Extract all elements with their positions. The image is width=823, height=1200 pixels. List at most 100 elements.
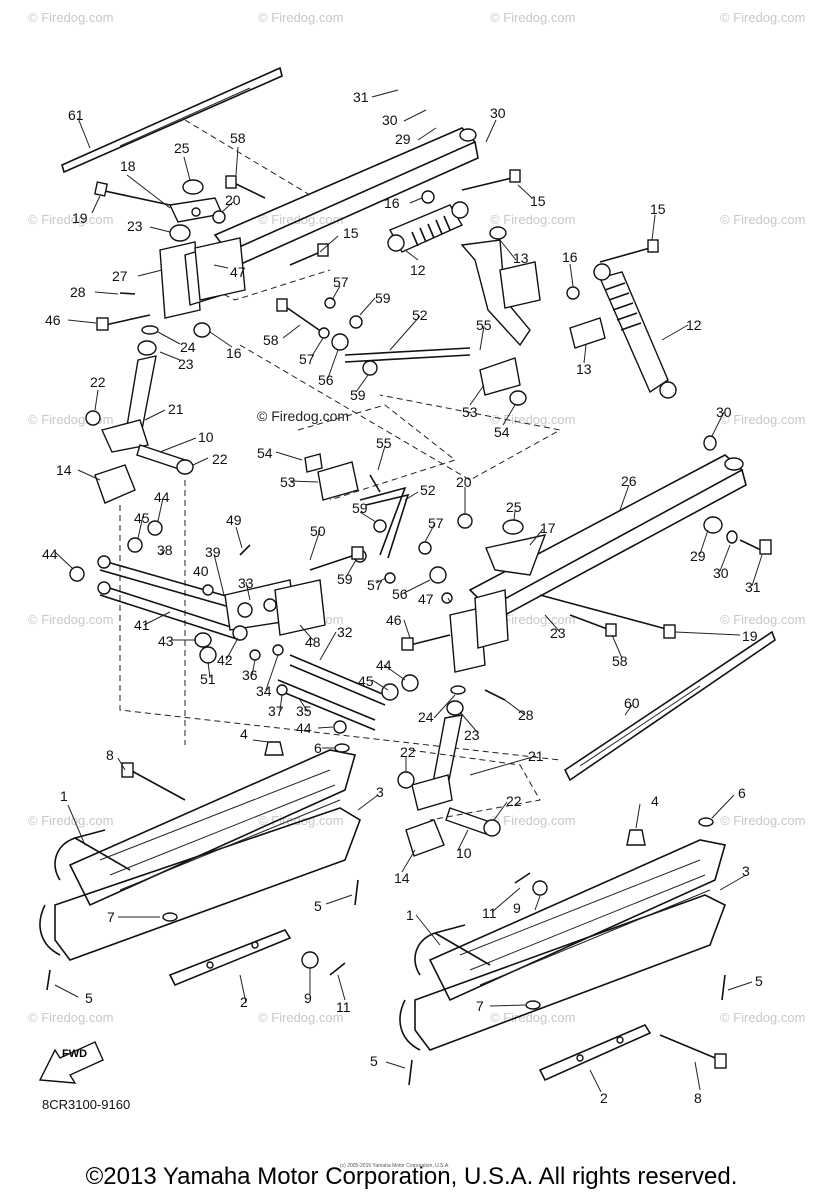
callout-57-a: 57 (333, 274, 349, 290)
callout-38: 38 (157, 542, 173, 558)
callout-42: 42 (217, 652, 233, 668)
rail-26 (468, 454, 747, 624)
callout-31-a: 31 (353, 89, 369, 105)
callout-8-a: 8 (106, 747, 114, 763)
watermark-top-right: © Firedog.com (720, 10, 806, 25)
rod-end-56-mid (429, 566, 447, 584)
callout-14-b: 14 (394, 870, 410, 886)
callout-25-b: 25 (506, 499, 522, 515)
callout-56-b: 56 (392, 586, 408, 602)
pin-5-left-a (354, 879, 359, 906)
washer-6-left (334, 743, 350, 753)
nut-36 (249, 649, 261, 661)
watermark-top-left: © Firedog.com (28, 10, 114, 25)
callout-10-b: 10 (456, 845, 472, 861)
callout-23-d: 23 (464, 727, 480, 743)
callout-45-a: 45 (134, 510, 150, 526)
callout-57-b: 57 (299, 351, 315, 367)
bushing-44-a (147, 520, 163, 536)
watermark-row4-mid-right: © Firedog.com (490, 612, 576, 627)
callout-59-a: 59 (375, 290, 391, 306)
watermark-row2-left: © Firedog.com (28, 212, 114, 227)
callout-46-b: 46 (386, 612, 402, 628)
callout-22-c: 22 (400, 744, 416, 760)
pin-11-left (329, 962, 346, 976)
callout-37: 37 (268, 703, 284, 719)
bushing-45-a (127, 537, 143, 553)
callout-13-b: 13 (576, 361, 592, 377)
dashed-boundary-upper (184, 119, 562, 481)
callout-23-b: 23 (178, 356, 194, 372)
callout-55-a: 55 (476, 317, 492, 333)
callout-16-b: 16 (384, 195, 400, 211)
bushing-42 (232, 625, 248, 641)
washer-40 (202, 584, 214, 596)
spindle-housing-mid (449, 589, 509, 673)
callout-17: 17 (540, 520, 556, 536)
callout-31-b: 31 (745, 579, 761, 595)
pin-5-right-b (408, 1059, 413, 1086)
leader-lines (54, 89, 763, 1093)
callout-9-b: 9 (304, 990, 312, 1006)
watermark-row2-right: © Firedog.com (720, 212, 806, 227)
pin-49 (239, 544, 251, 556)
rod-32 (289, 654, 386, 706)
washer-30-mid-b (726, 530, 738, 544)
callout-26: 26 (621, 473, 637, 489)
callout-16-c: 16 (562, 249, 578, 265)
fwd-label: FWD (62, 1048, 88, 1060)
callout-21-b: 21 (528, 748, 544, 764)
watermark-row6-mid-right: © Firedog.com (490, 1010, 576, 1025)
callout-1-a: 1 (60, 788, 68, 804)
callout-54-b: 54 (257, 445, 273, 461)
nut-20-mid (457, 513, 473, 529)
callout-19-b: 19 (742, 628, 758, 644)
callout-55-b: 55 (376, 435, 392, 451)
swing-arm-13 (460, 226, 541, 347)
nut-20-upper (212, 210, 226, 224)
callout-39: 39 (205, 544, 221, 560)
callout-25-a: 25 (174, 140, 190, 156)
grease-28-upper (119, 292, 136, 295)
callout-53-a: 53 (462, 404, 478, 420)
callout-13-a: 13 (513, 250, 529, 266)
bushing-43 (194, 632, 212, 648)
callout-44-a: 44 (154, 489, 170, 505)
callout-15-b: 15 (343, 225, 359, 241)
bracket-48 (274, 579, 326, 636)
tiny-copyright: (c) 2005-2015 Yamaha Motor Corporation, … (340, 1163, 450, 1169)
copyright-footer: ©2013 Yamaha Motor Corporation, U.S.A. A… (85, 1163, 738, 1190)
callout-7-a: 7 (107, 909, 115, 925)
cushion-54-upper (509, 390, 527, 406)
callout-22-a: 22 (90, 374, 106, 390)
washer-7-left (162, 912, 178, 922)
bolt-15-upper-a (289, 243, 329, 266)
rod-35 (277, 679, 376, 731)
callout-24-a: 24 (180, 339, 196, 355)
callout-44-b: 44 (42, 546, 58, 562)
callout-30-d: 30 (713, 565, 729, 581)
callout-40: 40 (193, 563, 209, 579)
ski-left (39, 749, 361, 961)
callout-22-b: 22 (212, 451, 228, 467)
callout-46-a: 46 (45, 312, 61, 328)
callout-56-a: 56 (318, 372, 334, 388)
callout-43: 43 (158, 633, 174, 649)
callout-15-a: 15 (530, 193, 546, 209)
tie-rod-52-mid (359, 486, 410, 559)
callout-30-b: 30 (490, 105, 506, 121)
callout-2-b: 2 (600, 1090, 608, 1106)
watermark-row6-mid-left: © Firedog.com (258, 1010, 344, 1025)
watermark-row6-left: © Firedog.com (28, 1010, 114, 1025)
callout-58-c: 58 (612, 653, 628, 669)
callout-34: 34 (256, 683, 272, 699)
bolt-58-upper (225, 175, 266, 199)
nut-4-right (626, 829, 646, 846)
bolt-46-upper (96, 314, 151, 331)
bushing-45-b (381, 683, 399, 701)
callout-44-d: 44 (296, 720, 312, 736)
bushing-22-lower-b (483, 819, 501, 837)
bolt-58-mid-right (569, 614, 617, 637)
diagram-code: 8CR3100-9160 (42, 1097, 131, 1112)
nut-44-c (333, 720, 347, 734)
